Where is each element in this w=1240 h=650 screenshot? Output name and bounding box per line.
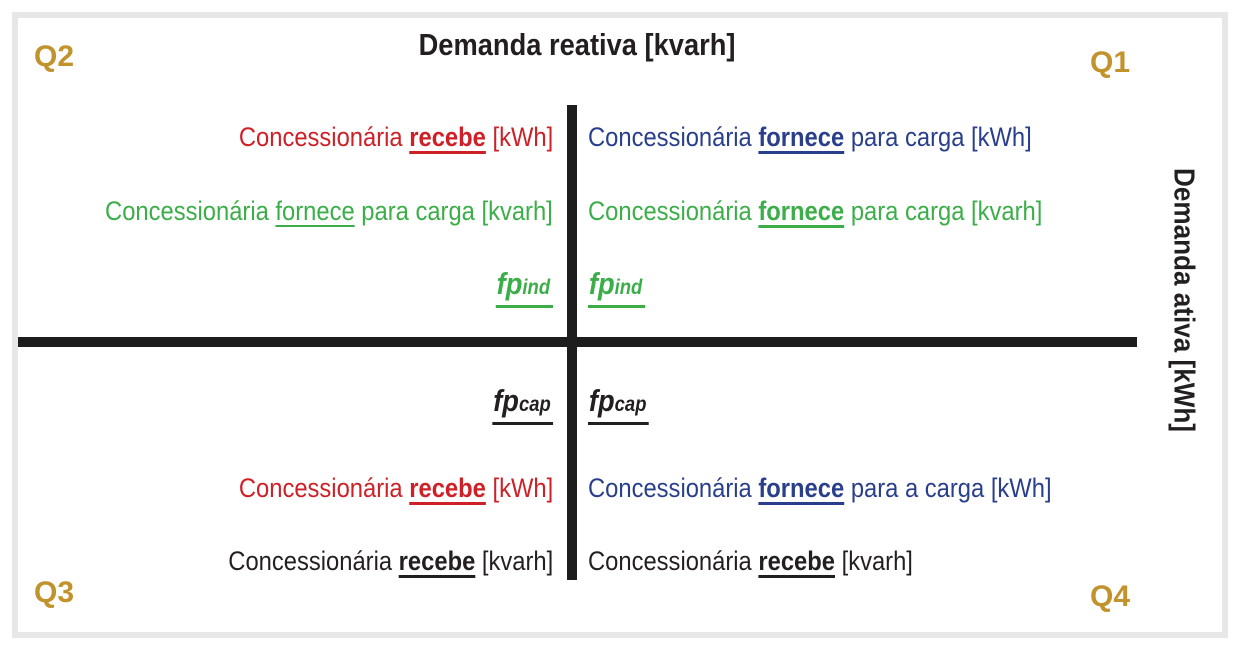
- quadrant-label-q4: Q4: [1090, 580, 1131, 613]
- y-axis-title: Demanda ativa [kWh]: [1167, 168, 1200, 432]
- q2-fp-subscript: ind: [522, 276, 551, 299]
- q2-row2-post: para carga [kvarh]: [354, 196, 553, 226]
- q4-row1-keyword: fornece: [758, 473, 845, 503]
- x-axis-title-text: Demanda reativa [kvarh]: [418, 27, 736, 62]
- q1-fp-subscript: ind: [614, 276, 643, 299]
- q1-row2-keyword: fornece: [758, 196, 845, 226]
- q1-row1-keyword: fornece: [758, 122, 845, 152]
- q3-row1-post: [kWh]: [485, 473, 553, 503]
- q1-row2-post: para carga [kvarh]: [844, 196, 1043, 226]
- q4-row2-post: [kvarh]: [835, 546, 913, 576]
- q1-inductive-pf-label: fpind: [588, 268, 1133, 308]
- q1-row2-pre: Concessionária: [588, 196, 759, 226]
- q1-active-energy-line: Concessionária fornece para carga [kWh]: [588, 121, 1133, 153]
- q2-row1-pre: Concessionária: [238, 122, 410, 152]
- q4-active-energy-line: Concessionária fornece para a carga [kWh…: [588, 472, 1133, 504]
- q4-capacitive-pf-label: fpcap: [588, 385, 1133, 425]
- q3-capacitive-pf-label: fpcap: [20, 385, 553, 425]
- q3-fp-subscript: cap: [518, 393, 551, 416]
- q2-row2-keyword: fornece: [275, 196, 355, 226]
- q3-active-energy-line: Concessionária recebe [kWh]: [20, 472, 553, 504]
- q3-fp-cap: fpcap: [491, 383, 553, 425]
- q1-row1-post: para carga [kWh]: [844, 122, 1032, 152]
- q4-fp-base: fp: [588, 383, 615, 418]
- q4-fp-cap: fpcap: [588, 383, 650, 425]
- q1-reactive-energy-line: Concessionária fornece para carga [kvarh…: [588, 195, 1133, 227]
- q3-fp-base: fp: [492, 383, 519, 418]
- x-axis-title: Demanda reativa [kvarh]: [0, 26, 1154, 64]
- q3-row2-keyword: recebe: [398, 546, 476, 576]
- q1-fp-base: fp: [588, 266, 615, 301]
- q4-reactive-energy-line: Concessionária recebe [kvarh]: [588, 545, 1133, 577]
- quadrant-label-q1: Q1: [1090, 46, 1131, 79]
- q1-fp-ind: fpind: [588, 268, 645, 308]
- horizontal-axis-line: [18, 337, 1137, 347]
- quadrant-label-q2: Q2: [34, 40, 75, 73]
- q3-row2-pre: Concessionária: [228, 546, 399, 576]
- q4-row2-keyword: recebe: [758, 546, 836, 576]
- q2-row1-post: [kWh]: [485, 122, 553, 152]
- quadrant-label-q3: Q3: [34, 576, 75, 609]
- q2-active-energy-line: Concessionária recebe [kWh]: [20, 121, 553, 153]
- q3-reactive-energy-line: Concessionária recebe [kvarh]: [20, 545, 553, 577]
- q2-fp-ind: fpind: [496, 268, 553, 308]
- q3-row1-pre: Concessionária: [238, 473, 410, 503]
- q2-row1-keyword: recebe: [409, 122, 486, 152]
- q4-fp-subscript: cap: [614, 393, 647, 416]
- q2-fp-base: fp: [496, 266, 523, 301]
- q2-inductive-pf-label: fpind: [20, 268, 553, 308]
- q2-row2-pre: Concessionária: [105, 196, 276, 226]
- q3-row2-post: [kvarh]: [475, 546, 553, 576]
- q4-row1-post: para a carga [kWh]: [844, 473, 1052, 503]
- diagram-frame: [12, 12, 1228, 638]
- q1-row1-pre: Concessionária: [588, 122, 759, 152]
- q4-row2-pre: Concessionária: [588, 546, 759, 576]
- q4-row1-pre: Concessionária: [588, 473, 759, 503]
- q3-row1-keyword: recebe: [409, 473, 486, 503]
- q2-reactive-energy-line: Concessionária fornece para carga [kvarh…: [20, 195, 553, 227]
